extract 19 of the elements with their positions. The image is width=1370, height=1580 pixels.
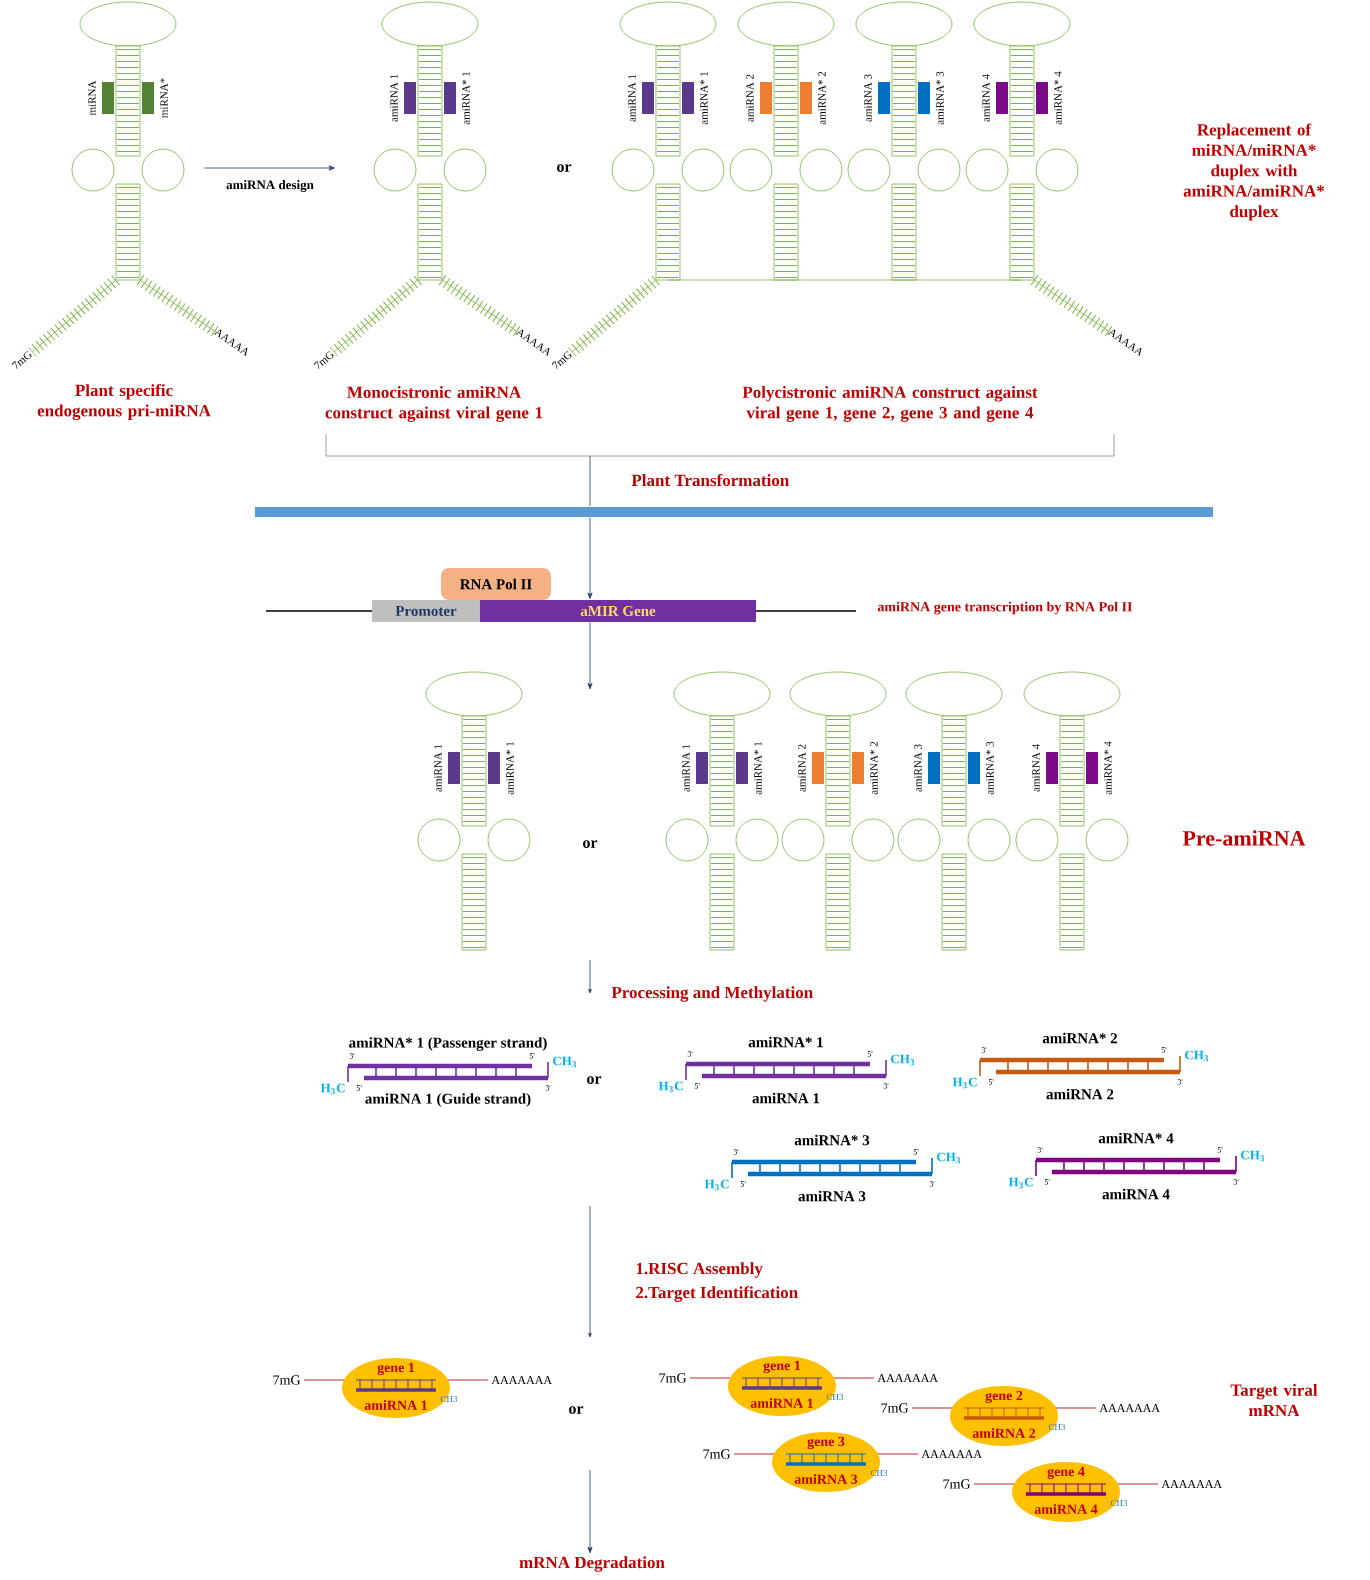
conjunction-label: or xyxy=(583,840,598,848)
conjunction-label: or xyxy=(569,1406,584,1414)
arrow xyxy=(587,622,593,690)
arrow xyxy=(204,165,335,171)
step-label: Replacement of miRNA/miRNA* duplex with amiRNA/amiRNA* duplex xyxy=(1183,123,1325,221)
step-label: Plant Transformation xyxy=(631,473,789,487)
step-label: Processing and Methylation xyxy=(611,986,813,1002)
step-label: Pre-amiRNA xyxy=(1182,830,1306,846)
arrow xyxy=(587,1469,593,1554)
step-label: Target viral mRNA xyxy=(1230,1383,1318,1417)
step-label: 2.Target Identification xyxy=(636,1286,798,1302)
outcome-label: mRNA Degradation xyxy=(519,1556,665,1572)
step-label: 1.RISC Assembly xyxy=(636,1262,763,1278)
arrow xyxy=(587,517,593,599)
node-label: Plant specific endogenous pri-miRNA xyxy=(37,383,211,421)
conjunction-label: or xyxy=(557,164,572,172)
node-label: Polycistronic amiRNA construct against viral gene 1, gene 2, gene 3 and gene 4 xyxy=(742,386,1038,422)
divider-bar xyxy=(255,507,1213,517)
node-label: Monocistronic amiRNA construct against viral gene 1 xyxy=(325,386,543,422)
